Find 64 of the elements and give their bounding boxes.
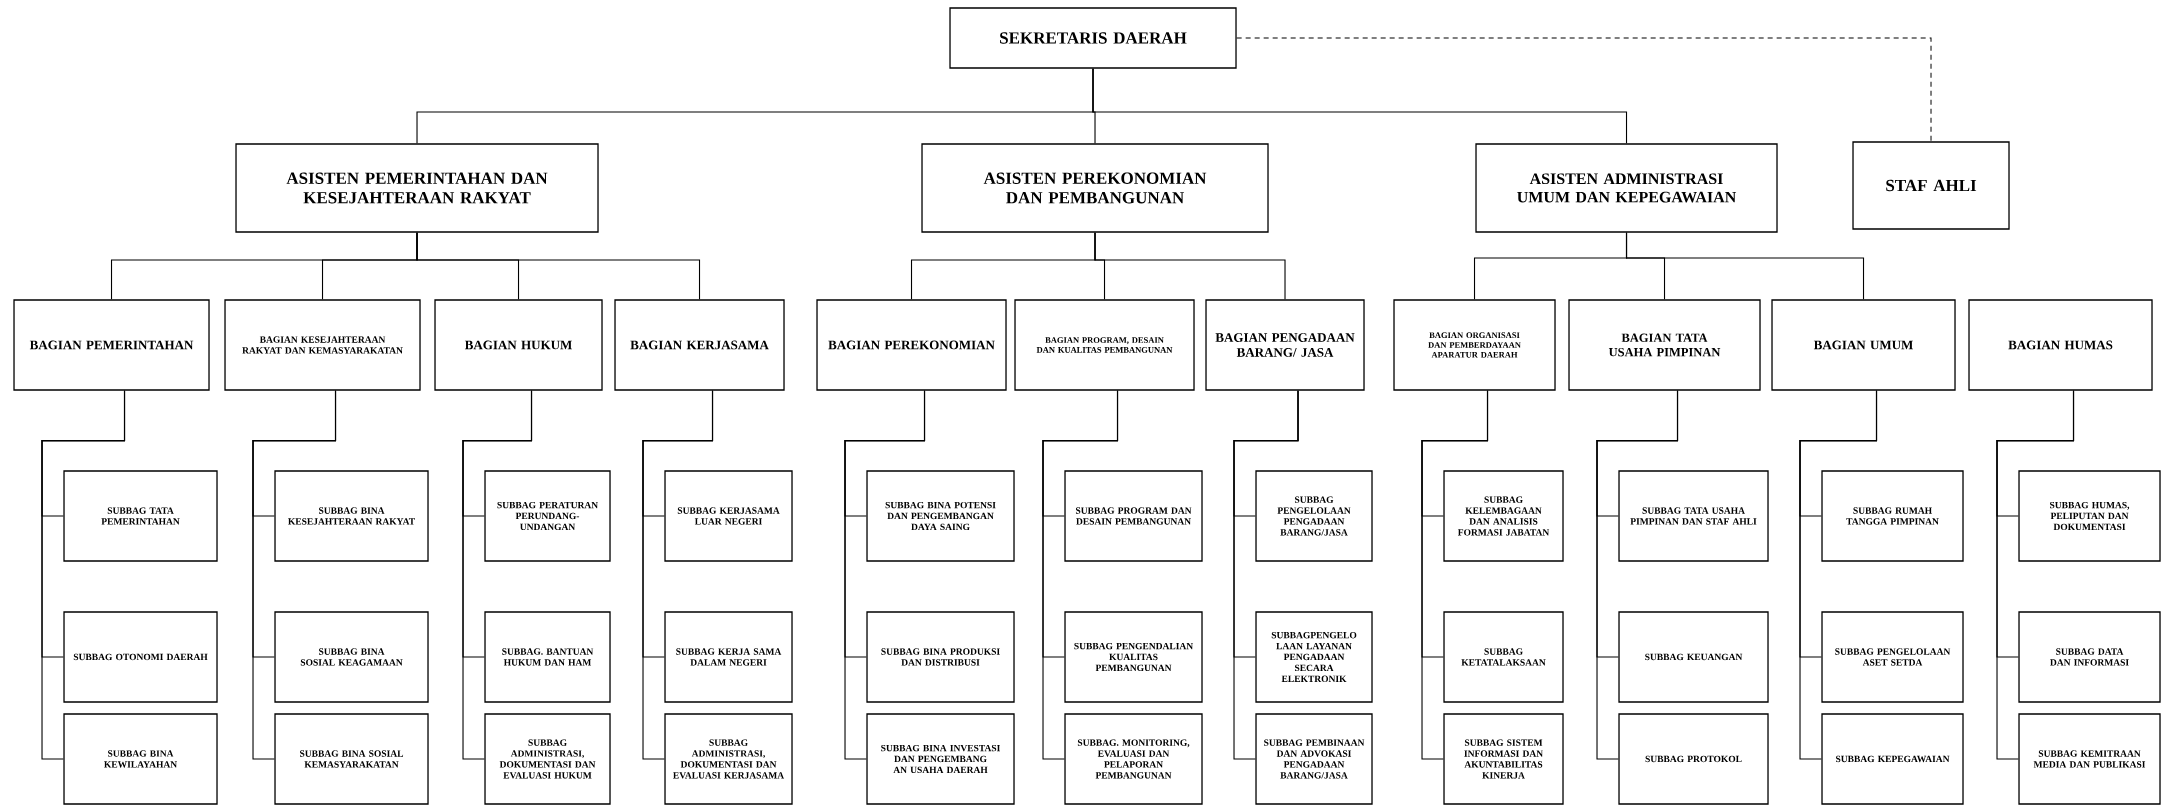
subdivision-box: SUBBAG HUMAS, PELIPUTAN DAN DOKUMENTASI: [2018, 470, 2161, 562]
assistant-box: ASISTEN PEREKONOMIAN DAN PEMBANGUNAN: [921, 143, 1269, 233]
subdivision-box: SUBBAG KERJA SAMA DALAM NEGERI: [664, 611, 793, 703]
subdivision-box: SUBBAG TATA USAHA PIMPINAN DAN STAF AHLI: [1618, 470, 1769, 562]
connector-line: [1042, 390, 1119, 760]
subdivision-box: SUBBAG KEUANGAN: [1618, 611, 1769, 703]
subdivision-box: SUBBAG PENGELOLAAN ASET SETDA: [1821, 611, 1964, 703]
subdivision-box: SUBBAG PROGRAM DAN DESAIN PEMBANGUNAN: [1064, 470, 1203, 562]
subdivision-box: SUBBAG ADMINISTRASI, DOKUMENTASI DAN EVALUASI KERJASAMA: [664, 713, 793, 805]
division-box: BAGIAN PEREKONOMIAN: [816, 299, 1007, 391]
division-box: BAGIAN UMUM: [1771, 299, 1956, 391]
division-box: BAGIAN PEMERINTAHAN: [13, 299, 210, 391]
division-box: BAGIAN KESEJAHTERAAN RAKYAT DAN KEMASYARAKATAN: [224, 299, 421, 391]
subdivision-box: SUBBAG PENGELOLAAN PENGADAAN BARANG/JASA: [1255, 470, 1373, 562]
division-box: BAGIAN KERJASAMA: [614, 299, 785, 391]
subdivision-box: SUBBAG RUMAH TANGGA PIMPINAN: [1821, 470, 1964, 562]
division-box: BAGIAN ORGANISASI DAN PEMBERDAYAAN APARATUR DAERAH: [1393, 299, 1556, 391]
division-box: BAGIAN HUKUM: [434, 299, 603, 391]
connector-line: [1233, 390, 1299, 760]
subdivision-box: SUBBAG BINA KEWILAYAHAN: [63, 713, 218, 805]
subdivision-box: SUBBAG PEMBINAAN DAN ADVOKASI PENGADAAN BARANG/JASA: [1255, 713, 1373, 805]
connector-line: [1421, 390, 1489, 760]
connector-line: [1996, 390, 2075, 760]
subdivision-box: SUBBAG BINA SOSIAL KEAGAMAAN: [274, 611, 429, 703]
division-box: BAGIAN PENGADAAN BARANG/ JASA: [1205, 299, 1365, 391]
subdivision-box: SUBBAG KETATALAKSAAN: [1443, 611, 1564, 703]
connector-line: [252, 390, 337, 760]
head-box: SEKRETARIS DAERAH: [949, 7, 1237, 69]
connector-line: [1625, 232, 1865, 300]
connector-line: [844, 390, 926, 760]
division-box: BAGIAN PROGRAM, DESAIN DAN KUALITAS PEMBANGUNAN: [1014, 299, 1195, 391]
subdivision-box: SUBBAG SISTEM INFORMASI DAN AKUNTABILITAS KINERJA: [1443, 713, 1564, 805]
connector-line: [41, 390, 126, 760]
subdivision-box: SUBBAG PERATURAN PERUNDANG-UNDANGAN: [484, 470, 611, 562]
assistant-box: ASISTEN ADMINISTRASI UMUM DAN KEPEGAWAIAN: [1475, 143, 1778, 233]
subdivision-box: SUBBAG KEPEGAWAIAN: [1821, 713, 1964, 805]
connector-line: [1092, 68, 1628, 144]
subdivision-box: SUBBAG ADMINISTRASI, DOKUMENTASI DAN EVALUASI HUKUM: [484, 713, 611, 805]
division-box: BAGIAN HUMAS: [1968, 299, 2153, 391]
subdivision-box: SUBBAG. BANTUAN HUKUM DAN HAM: [484, 611, 611, 703]
assistant-box: ASISTEN PEMERINTAHAN DAN KESEJAHTERAAN RAKYAT: [235, 143, 599, 233]
subdivision-box: SUBBAG KEMITRAAN MEDIA DAN PUBLIKASI: [2018, 713, 2161, 805]
subdivision-box: SUBBAG KERJASAMA LUAR NEGERI: [664, 470, 793, 562]
staff-box: STAF AHLI: [1852, 141, 2010, 230]
connector-line: [642, 390, 714, 760]
connector-line: [1094, 232, 1286, 300]
subdivision-box: SUBBAG BINA INVESTASI DAN PENGEMBANG AN USAHA DAERAH: [866, 713, 1015, 805]
subdivision-box: SUBBAG BINA KESEJAHTERAAN RAKYAT: [274, 470, 429, 562]
subdivision-box: SUBBAG BINA PRODUKSI DAN DISTRIBUSI: [866, 611, 1015, 703]
connector-line: [416, 232, 701, 300]
connector-line: [1799, 390, 1878, 760]
connector-line: [1596, 390, 1679, 760]
subdivision-box: SUBBAG KELEMBAGAAN DAN ANALISIS FORMASI JABATAN: [1443, 470, 1564, 562]
subdivision-box: SUBBAG PROTOKOL: [1618, 713, 1769, 805]
subdivision-box: SUBBAG PENGENDALIAN KUALITAS PEMBANGUNAN: [1064, 611, 1203, 703]
subdivision-box: SUBBAG BINA SOSIAL KEMASYARAKATAN: [274, 713, 429, 805]
division-box: BAGIAN TATA USAHA PIMPINAN: [1568, 299, 1761, 391]
connector-line: [462, 390, 533, 760]
subdivision-box: SUBBAG BINA POTENSI DAN PENGEMBANGAN DAYA SAING: [866, 470, 1015, 562]
subdivision-box: SUBBAG. MONITORING, EVALUASI DAN PELAPORAN PEMBANGUNAN: [1064, 713, 1203, 805]
subdivision-box: SUBBAG TATA PEMERINTAHAN: [63, 470, 218, 562]
subdivision-box: SUBBAG OTONOMI DAERAH: [63, 611, 218, 703]
subdivision-box: SUBBAGPENGELO LAAN LAYANAN PENGADAAN SECARA ELEKTRONIK: [1255, 611, 1373, 703]
subdivision-box: SUBBAG DATA DAN INFORMASI: [2018, 611, 2161, 703]
